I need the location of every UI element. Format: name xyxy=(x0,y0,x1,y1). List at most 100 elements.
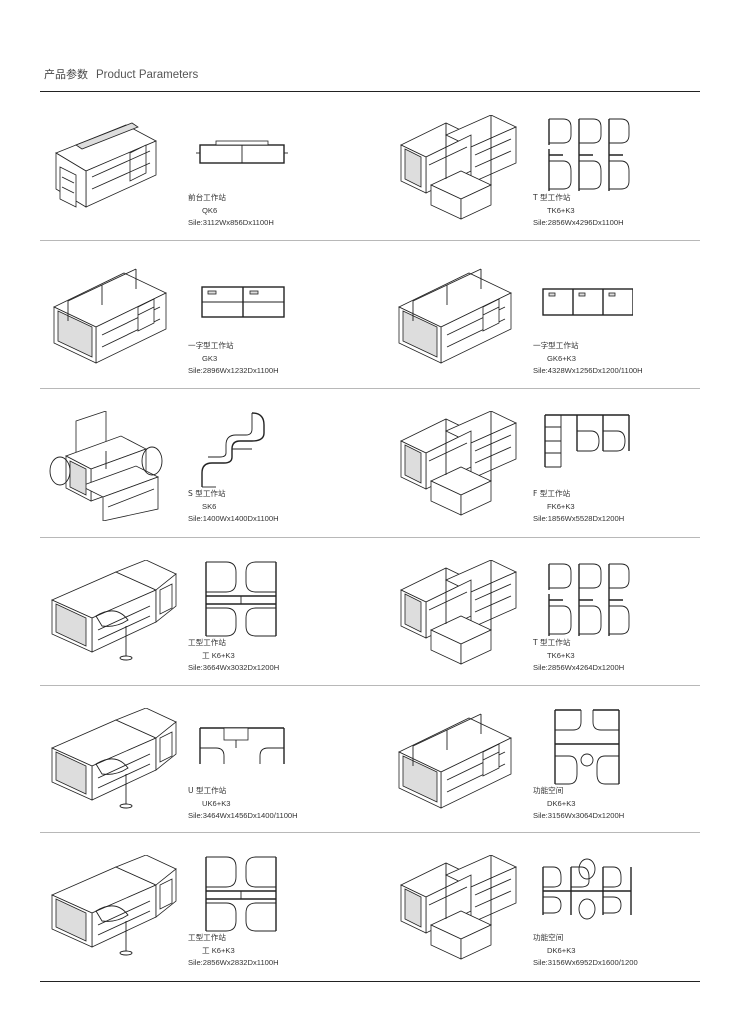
product-name: 工型工作站 xyxy=(188,933,226,942)
product-code: GK3 xyxy=(202,353,218,363)
product-info: S 型工作站 SK6 Sile:1400Wx1400Dx1100H xyxy=(188,488,279,526)
product-dimensions: Sile:2856Wx4264Dx1200H xyxy=(533,663,625,672)
product-code: QK6 xyxy=(202,205,218,215)
row-divider xyxy=(40,240,700,241)
product-name: 前台工作站 xyxy=(188,193,226,202)
workstation-isometric-drawing xyxy=(400,411,517,516)
product-name: T 型工作站 xyxy=(533,193,571,202)
workstation-isometric-drawing xyxy=(398,713,512,809)
product-code: TK6+K3 xyxy=(547,205,575,215)
product-dimensions: Sile:1400Wx1400Dx1100H xyxy=(188,514,279,523)
product-dimensions: Sile:3464Wx1456Dx1400/1100H xyxy=(188,811,298,820)
workstation-isometric-drawing xyxy=(400,855,517,960)
workstation-floor-plan xyxy=(199,727,285,764)
product-row-3: S 型工作站 SK6 Sile:1400Wx1400Dx1100H F 型工作站… xyxy=(40,393,700,535)
header-title-en: Product Parameters xyxy=(96,69,199,81)
product-dimensions: Sile:2856Wx4296Dx1100H xyxy=(533,218,624,227)
product-info: T 型工作站 TK6+K3 Sile:2856Wx4296Dx1100H xyxy=(533,192,624,230)
workstation-floor-plan xyxy=(554,709,620,785)
product-name: 一字型工作站 xyxy=(533,341,579,350)
workstation-floor-plan xyxy=(196,140,288,164)
product-info: 功能空间 DK6+K3 Sile:3156Wx6952Dx1600/1200 xyxy=(533,932,638,970)
product-dimensions: Sile:2856Wx2832Dx1100H xyxy=(188,958,279,967)
product-info: 一字型工作站 GK3 Sile:2896Wx1232Dx1100H xyxy=(188,340,279,378)
product-row-2: 一字型工作站 GK3 Sile:2896Wx1232Dx1100H 一字型工作站… xyxy=(40,245,700,387)
workstation-isometric-drawing xyxy=(51,855,177,956)
product-code: UK6+K3 xyxy=(202,798,231,808)
workstation-floor-plan xyxy=(544,414,630,468)
product-row-1: 前台工作站 QK6 Sile:3112Wx856Dx1100H T 型工作站 T… xyxy=(40,97,700,239)
product-info: U 型工作站 UK6+K3 Sile:3464Wx1456Dx1400/1100… xyxy=(188,785,298,823)
product-card: F 型工作站 FK6+K3 Sile:1856Wx5528Dx1200H xyxy=(385,393,715,535)
workstation-floor-plan xyxy=(205,856,277,932)
product-info: 工型工作站 工 K6+K3 Sile:2856Wx2832Dx1100H xyxy=(188,932,279,970)
product-info: 功能空间 DK6+K3 Sile:3156Wx3064Dx1200H xyxy=(533,785,624,823)
product-card: S 型工作站 SK6 Sile:1400Wx1400Dx1100H xyxy=(40,393,370,535)
workstation-floor-plan xyxy=(201,412,265,488)
product-code: DK6+K3 xyxy=(547,798,576,808)
product-dimensions: Sile:3156Wx6952Dx1600/1200 xyxy=(533,958,638,967)
product-dimensions: Sile:3156Wx3064Dx1200H xyxy=(533,811,625,820)
workstation-isometric-drawing xyxy=(51,708,177,809)
row-divider xyxy=(40,685,700,686)
workstation-floor-plan xyxy=(548,563,630,636)
product-name: U 型工作站 xyxy=(188,786,227,795)
workstation-isometric-drawing xyxy=(400,115,517,220)
product-card: T 型工作站 TK6+K3 Sile:2856Wx4296Dx1100H xyxy=(385,97,715,239)
product-info: F 型工作站 FK6+K3 Sile:1856Wx5528Dx1200H xyxy=(533,488,624,526)
product-info: 工型工作站 工 K6+K3 Sile:3664Wx3032Dx1200H xyxy=(188,637,279,675)
product-dimensions: Sile:4328Wx1256Dx1200/1100H xyxy=(533,366,643,375)
product-dimensions: Sile:1856Wx5528Dx1200H xyxy=(533,514,625,523)
workstation-floor-plan xyxy=(205,561,277,637)
product-name: 工型工作站 xyxy=(188,638,226,647)
product-info: 一字型工作站 GK6+K3 Sile:4328Wx1256Dx1200/1100… xyxy=(533,340,643,378)
workstation-isometric-drawing xyxy=(400,560,517,665)
product-info: 前台工作站 QK6 Sile:3112Wx856Dx1100H xyxy=(188,192,274,230)
product-card: 工型工作站 工 K6+K3 Sile:2856Wx2832Dx1100H xyxy=(40,837,370,979)
product-dimensions: Sile:3112Wx856Dx1100H xyxy=(188,218,274,227)
workstation-isometric-drawing xyxy=(51,560,177,661)
product-card: 一字型工作站 GK3 Sile:2896Wx1232Dx1100H xyxy=(40,245,370,387)
product-row-4: 工型工作站 工 K6+K3 Sile:3664Wx3032Dx1200H T 型… xyxy=(40,542,700,684)
product-row-5: U 型工作站 UK6+K3 Sile:3464Wx1456Dx1400/1100… xyxy=(40,690,700,832)
bottom-rule xyxy=(40,981,700,982)
product-code: SK6 xyxy=(202,501,217,511)
row-divider xyxy=(40,388,700,389)
workstation-floor-plan xyxy=(542,288,633,316)
workstation-isometric-drawing xyxy=(398,268,512,364)
product-dimensions: Sile:2896Wx1232Dx1100H xyxy=(188,366,279,375)
product-card: U 型工作站 UK6+K3 Sile:3464Wx1456Dx1400/1100… xyxy=(40,690,370,832)
workstation-floor-plan xyxy=(548,118,630,191)
product-name: 一字型工作站 xyxy=(188,341,234,350)
product-card: 一字型工作站 GK6+K3 Sile:4328Wx1256Dx1200/1100… xyxy=(385,245,715,387)
row-divider xyxy=(40,537,700,538)
product-name: F 型工作站 xyxy=(533,489,571,498)
workstation-isometric-drawing xyxy=(49,411,163,521)
product-name: 功能空间 xyxy=(533,933,564,942)
product-dimensions: Sile:3664Wx3032Dx1200H xyxy=(188,663,280,672)
product-card: 工型工作站 工 K6+K3 Sile:3664Wx3032Dx1200H xyxy=(40,542,370,684)
product-name: 功能空间 xyxy=(533,786,564,795)
product-code: 工 K6+K3 xyxy=(202,650,235,660)
product-code: FK6+K3 xyxy=(547,501,575,511)
top-rule xyxy=(40,91,700,92)
product-code: DK6+K3 xyxy=(547,945,576,955)
row-divider xyxy=(40,832,700,833)
product-card: 前台工作站 QK6 Sile:3112Wx856Dx1100H xyxy=(40,97,370,239)
product-code: GK6+K3 xyxy=(547,353,576,363)
product-name: T 型工作站 xyxy=(533,638,571,647)
workstation-isometric-drawing xyxy=(53,268,167,364)
product-card: 功能空间 DK6+K3 Sile:3156Wx6952Dx1600/1200 xyxy=(385,837,715,979)
workstation-floor-plan xyxy=(201,286,285,318)
product-card: 功能空间 DK6+K3 Sile:3156Wx3064Dx1200H xyxy=(385,690,715,832)
product-code: TK6+K3 xyxy=(547,650,575,660)
page-header: 产品参数 Product Parameters xyxy=(44,66,198,82)
product-card: T 型工作站 TK6+K3 Sile:2856Wx4264Dx1200H xyxy=(385,542,715,684)
product-code: 工 K6+K3 xyxy=(202,945,235,955)
header-title-zh: 产品参数 xyxy=(44,68,88,81)
workstation-isometric-drawing xyxy=(55,122,157,208)
product-name: S 型工作站 xyxy=(188,489,226,498)
workstation-floor-plan xyxy=(542,858,632,920)
product-row-6: 工型工作站 工 K6+K3 Sile:2856Wx2832Dx1100H 功能空… xyxy=(40,837,700,979)
product-info: T 型工作站 TK6+K3 Sile:2856Wx4264Dx1200H xyxy=(533,637,624,675)
